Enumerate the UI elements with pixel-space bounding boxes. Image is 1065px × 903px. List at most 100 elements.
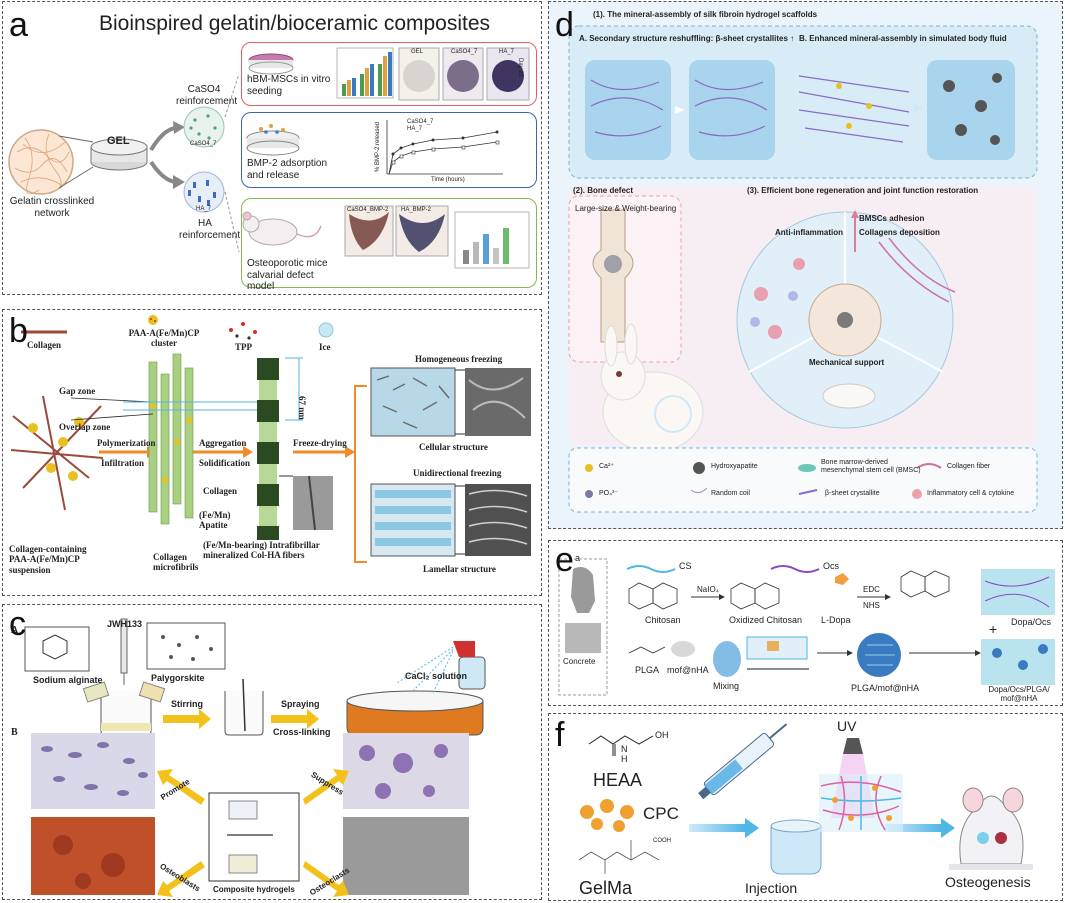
b-collagen2: Collagen <box>203 486 238 496</box>
b-suspension: Collagen-containing PAA-A(Fe/Mn)CP suspe… <box>9 544 87 575</box>
d-anti: Anti-inflammation <box>775 228 843 237</box>
bmp-xlabel: Time (hours) <box>431 177 465 183</box>
e-naio: NaIO₄ <box>697 585 719 594</box>
f-osteo: Osteogenesis <box>945 874 1031 890</box>
b-lamellar: Lamellar structure <box>423 564 496 574</box>
e-ldopa: L-Dopa <box>821 615 851 625</box>
c-crosslink: Cross-linking <box>273 727 331 737</box>
panel-label-c: c <box>9 605 26 643</box>
panel-a-graphics <box>8 73 240 253</box>
b-nm: 67 nm <box>297 396 307 420</box>
c-composite: Composite hydrogels <box>213 885 295 894</box>
f-heaa: HEAA <box>593 770 643 790</box>
mice-img-2: HA_BMP-2 <box>401 207 432 213</box>
e-nhs: NHS <box>863 601 880 610</box>
panel-f-graphics <box>578 723 1033 875</box>
b-collagen: Collagen <box>27 340 62 350</box>
d-legend-po4: PO₄³⁻ <box>599 490 618 497</box>
e-mof: mof@nHA <box>667 665 709 675</box>
panel-f: f <box>548 713 1063 901</box>
e-chitosan: Chitosan <box>645 615 681 625</box>
panel-e: e a CS Ocs Chitosan NaIO₄ Oxi <box>548 540 1063 706</box>
e-oxidized: Oxidized Chitosan <box>729 615 803 625</box>
b-fibers: (Fe/Mn-bearing) Intrafibrillar mineraliz… <box>203 540 320 561</box>
network-label: Gelatin crosslinked network <box>9 196 95 219</box>
panel-b: b <box>2 309 542 596</box>
d-legend-coil: Random coil <box>711 490 750 497</box>
ha-reinf-label: HA reinforcement <box>179 218 241 241</box>
f-gelma: GelMa <box>579 878 633 898</box>
d-legend-beta: β-sheet crystallite <box>825 490 880 497</box>
f-h: H <box>621 754 628 764</box>
b-microfibrils: Collagen microfibrils <box>153 552 199 573</box>
d-collagen: Collagens deposition <box>859 228 940 237</box>
e-edc: EDC <box>863 585 880 594</box>
panel-a: a Bioinspired gelatin/bioceramic composi… <box>2 1 542 295</box>
panel-a-title: Bioinspired gelatin/bioceramic composite… <box>99 12 491 35</box>
d-regen: (3). Efficient bone regeneration and joi… <box>747 186 979 195</box>
panel-label-b: b <box>9 312 28 350</box>
c-sub-b: B <box>11 727 18 738</box>
seeding-dish <box>248 47 530 101</box>
b-infiltration: Infiltration <box>101 458 145 468</box>
c-stirring: Stirring <box>171 699 204 709</box>
panel-e-graphics <box>558 558 1055 696</box>
e-dopaocs: Dopa/Ocs <box>1011 617 1052 627</box>
b-cluster: PAA-A(Fe/Mn)CP cluster <box>128 328 200 349</box>
panel-label-e: e <box>555 541 574 579</box>
b-aggregation: Aggregation <box>199 438 247 448</box>
mice-graphics <box>242 205 530 269</box>
panel-label-a: a <box>9 6 28 44</box>
caso4-reinf-label: CaSO4 reinforcement <box>176 84 238 107</box>
b-polymerization: Polymerization <box>97 438 156 448</box>
d-legend-ca: Ca²⁺ <box>599 463 614 470</box>
d-large: Large-size & Weight-bearing <box>575 204 677 213</box>
seeding-label: hBM-MSCs in vitro seeding <box>247 74 331 97</box>
seeding-box <box>241 42 537 106</box>
f-injection: Injection <box>745 880 798 896</box>
c-spraying: Spraying <box>281 699 320 709</box>
panel-c-graphics <box>24 618 486 897</box>
b-gap: Gap zone <box>59 386 96 396</box>
b-freeze: Freeze-drying <box>293 438 347 448</box>
mice-label: Osteoporotic mice calvarial defect model <box>247 258 328 292</box>
gel-label: GEL <box>107 135 130 147</box>
panel-b-graphics <box>10 315 531 563</box>
f-n: N <box>621 744 628 754</box>
f-oh: OH <box>655 730 669 740</box>
e-cs: CS <box>679 561 692 571</box>
e-final: Dopa/Ocs/PLGA/ mof@nHA <box>988 685 1050 704</box>
mice-box <box>241 198 537 288</box>
seed-img-gel: GEL <box>411 49 424 55</box>
b-ice: Ice <box>319 342 331 352</box>
c-jwh: JWH133 <box>107 619 143 629</box>
d-legend-bmsc: Bone marrow-derived mesenchymal stem cel… <box>821 459 921 475</box>
d-legend-collagen: Collagen fiber <box>947 463 991 470</box>
e-plgamof: PLGA/mof@nHA <box>851 683 920 693</box>
d-bmsc: BMSCs adhesion <box>859 214 925 223</box>
ha-sample-label: HA_7 <box>196 206 212 212</box>
c-alginate: Sodium alginate <box>33 675 103 685</box>
panel-label-d: d <box>555 6 574 44</box>
b-unidir: Unidirectional freezing <box>413 468 502 478</box>
f-uv: UV <box>837 718 857 734</box>
d-title: (1). The mineral-assembly of silk fibroi… <box>593 10 818 19</box>
b-cellular: Cellular structure <box>419 442 488 452</box>
e-concrete: Concrete <box>563 657 596 666</box>
seed-img-ha: HA_7 <box>499 49 515 55</box>
bmp-graphics <box>246 120 503 175</box>
e-plga: PLGA <box>635 665 660 675</box>
seed-img-caso4: CaSO4_7 <box>451 49 478 55</box>
f-cooh: COOH <box>653 838 671 844</box>
d-legend-ha: Hydroxyapatite <box>711 463 758 470</box>
d-mech: Mechanical support <box>809 358 885 367</box>
panel-c: c A B <box>2 604 542 900</box>
b-tpp: TPP <box>235 342 252 352</box>
f-cpc: CPC <box>643 804 679 823</box>
caso4-sample-label: CaSO4_7 <box>190 141 217 147</box>
e-ocs: Ocs <box>823 561 840 571</box>
panel-d: d (1). The mineral-assembly of silk fibr… <box>548 1 1063 529</box>
bmp-legend-2: HA_7 <box>407 126 423 132</box>
b-solidification: Solidification <box>199 458 251 468</box>
d-stepB: B. Enhanced mineral-assembly in simulate… <box>799 34 1007 43</box>
